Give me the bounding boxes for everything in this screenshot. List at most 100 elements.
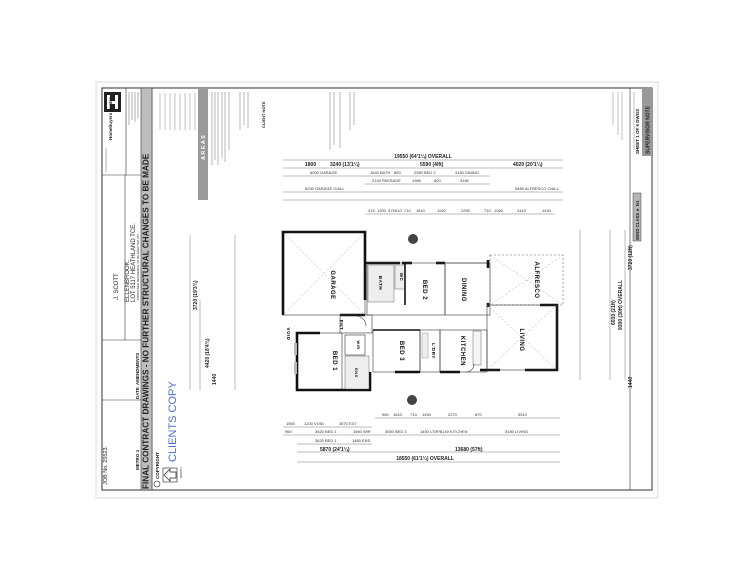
sheet-number: SHEET 1 OF 6 DWGS bbox=[635, 109, 640, 154]
dimension-label: 1560 WIR bbox=[353, 429, 371, 434]
dimension-label: 1800 bbox=[305, 162, 316, 168]
final-drawings-banner: FINAL CONTRACT DRAWINGS - NO FURTHER STR… bbox=[142, 153, 151, 489]
dimension-label: 3140 KITCHEN bbox=[440, 429, 468, 434]
north-label: NORTH bbox=[179, 467, 183, 478]
areas-table bbox=[159, 93, 196, 130]
wir-room bbox=[344, 334, 366, 356]
room-label-entry: ENT bbox=[339, 320, 344, 331]
room-label-kitchen: KITCHEN bbox=[459, 336, 465, 366]
dimension-label: 1190 bbox=[437, 208, 446, 213]
dimension-label: 1450 L'DRY bbox=[420, 429, 442, 434]
dimension-label: 1560 bbox=[286, 421, 296, 426]
room-label-bed-1: BED 1 bbox=[331, 351, 337, 371]
kitchen-bench bbox=[472, 330, 482, 366]
dimension-label: 960 bbox=[285, 429, 292, 434]
dimension-label: 3620 BED 1 bbox=[315, 438, 337, 443]
dimension-label: 3620 BED 1 bbox=[315, 429, 337, 434]
dimension-label: 5180 LIVING bbox=[505, 429, 528, 434]
dimension-label: 1440 bbox=[628, 377, 634, 388]
bottom-dimensions: 960 1610 710 1450 2270 870 5510 1560 120… bbox=[283, 412, 560, 463]
areas-title: A R E A S bbox=[201, 135, 207, 160]
title-block: FINAL CONTRACT DRAWINGS - NO FURTHER STR… bbox=[102, 87, 355, 491]
lot-address: LOT 5117 HEATHLAND TCE. bbox=[131, 223, 137, 302]
room-label-wc: WC bbox=[399, 273, 404, 282]
dimension-label: 1430 bbox=[542, 208, 552, 213]
dimension-label: 9300 (30ft) OVERALL bbox=[618, 280, 624, 330]
dimension-label: 960 bbox=[382, 412, 389, 417]
dimension-label: 6030 (21ft) bbox=[611, 300, 617, 325]
dimension-label: 4420 (18'4¾) bbox=[204, 338, 211, 368]
dimension-label: 5510 bbox=[518, 412, 528, 417]
dimension-label: 1060 bbox=[494, 208, 504, 213]
top-segment-labels: 475 1300 475 610 710 1610 1190 2290 710 … bbox=[368, 208, 552, 213]
bath-room bbox=[367, 264, 395, 303]
north-arrow-icon bbox=[162, 467, 178, 483]
supervisor-strip: SUPERVISOR NOTE SHEET 1 OF 6 DWGS WIND C… bbox=[612, 88, 652, 490]
top-dimensions: 19550 (64'1¼) OVERALL 1800 3240 (13'1¼) … bbox=[283, 153, 563, 215]
room-label-void: VOID bbox=[286, 327, 291, 340]
address-lines bbox=[105, 92, 139, 172]
copyright-label: COPYRIGHT bbox=[155, 452, 160, 479]
dimension-label: 710 bbox=[404, 208, 411, 213]
entry-area bbox=[339, 314, 373, 334]
company-name: Homebuyers Centre bbox=[108, 97, 113, 140]
dimension-label: 3720 (12ft) bbox=[628, 245, 634, 270]
dimension-label: 1610 bbox=[393, 412, 403, 417]
notes-text bbox=[211, 92, 355, 165]
dimension-label: 3570 EXT bbox=[339, 421, 357, 426]
date-label: DATE bbox=[135, 387, 140, 399]
dimension-label: 710 bbox=[410, 412, 417, 417]
dimension-label: 2980 BED 2 bbox=[414, 170, 436, 175]
dimension-label: 2140 PASSAGE bbox=[372, 178, 401, 183]
dimension-label: 800 bbox=[434, 178, 441, 183]
dimension-label: 1460 ENS bbox=[352, 438, 371, 443]
dimension-label: 1640 BATH bbox=[370, 170, 390, 175]
client-note-title: CLIENT NOTE bbox=[261, 101, 266, 128]
suburb: ELLENBROOK. bbox=[125, 259, 131, 302]
clients-copy-stamp: CLIENTS COPY bbox=[167, 381, 179, 462]
dimension-label: 5480 ALFRESCO O/ALL bbox=[515, 186, 560, 191]
company-logo: Homebuyers Centre bbox=[104, 92, 121, 140]
dimension-label: 2410 bbox=[517, 208, 527, 213]
dimension-label: 4020 (20'1¼) bbox=[513, 161, 543, 168]
room-label-ens: ENS bbox=[354, 368, 359, 378]
banner-band bbox=[140, 87, 153, 491]
client-name: J. SCOTT bbox=[114, 273, 120, 300]
amendments-label: AMENDMENTS bbox=[135, 353, 140, 385]
dimension-label: 1610 bbox=[416, 208, 426, 213]
wind-class-badge: WIND CLASS ► N1 bbox=[635, 200, 640, 240]
room-label-garage: GARAGE bbox=[329, 270, 335, 299]
dimension-label: 850 bbox=[394, 170, 401, 175]
room-label-bath: BATH bbox=[378, 276, 383, 290]
floor-plan: GARAGE BATH WC BED 2 DINING ALFRESCO LIV… bbox=[281, 230, 564, 405]
dimension-label: 710 bbox=[484, 208, 491, 213]
project-caption: PROPOSED RESIDENCE TO BE ERECTED ON :- bbox=[136, 232, 140, 300]
room-label-laundry: L'DRY bbox=[431, 343, 436, 359]
top-overall-dimension: 19550 (64'1¼) OVERALL bbox=[394, 153, 452, 160]
dimension-label: 5590 (4lft) bbox=[420, 162, 444, 168]
job-number: JOB No. 25523. bbox=[103, 445, 109, 485]
supervisor-note-title: SUPERVISOR NOTE bbox=[646, 105, 652, 154]
copyright-icon bbox=[153, 480, 161, 488]
dimension-label: 3720 (19'3¾) bbox=[192, 280, 199, 310]
dimension-label: 3240 (13'1¼) bbox=[330, 161, 360, 168]
dimension-label: 3180 bbox=[460, 178, 470, 183]
room-label-dining: DINING bbox=[460, 278, 466, 302]
ensuite-room bbox=[344, 355, 370, 390]
dimension-label: 610 bbox=[395, 208, 402, 213]
dimension-label: 13680 (57ft) bbox=[455, 447, 483, 453]
section-marker-icon bbox=[408, 234, 418, 244]
areas-header bbox=[198, 88, 208, 200]
dimension-label: 2290 bbox=[461, 208, 471, 213]
dimension-label: 6230 GARAGE O/ALL bbox=[305, 186, 345, 191]
dimension-label: 1440 bbox=[212, 374, 218, 385]
dimension-label: 1450 bbox=[422, 412, 432, 417]
room-label-bed-2: BED 2 bbox=[421, 280, 427, 300]
dimension-label: 1960 bbox=[412, 178, 422, 183]
dimension-label: 475 bbox=[368, 208, 375, 213]
right-dimensions: 9300 (30ft) OVERALL 3720 (12ft) 6030 (21… bbox=[579, 230, 634, 388]
bottom-overall-dimension: 18550 (61'1¼) OVERALL bbox=[396, 455, 454, 462]
dimension-label: 6000 GARAGE bbox=[310, 170, 337, 175]
dimension-label: 1300 bbox=[377, 208, 387, 213]
